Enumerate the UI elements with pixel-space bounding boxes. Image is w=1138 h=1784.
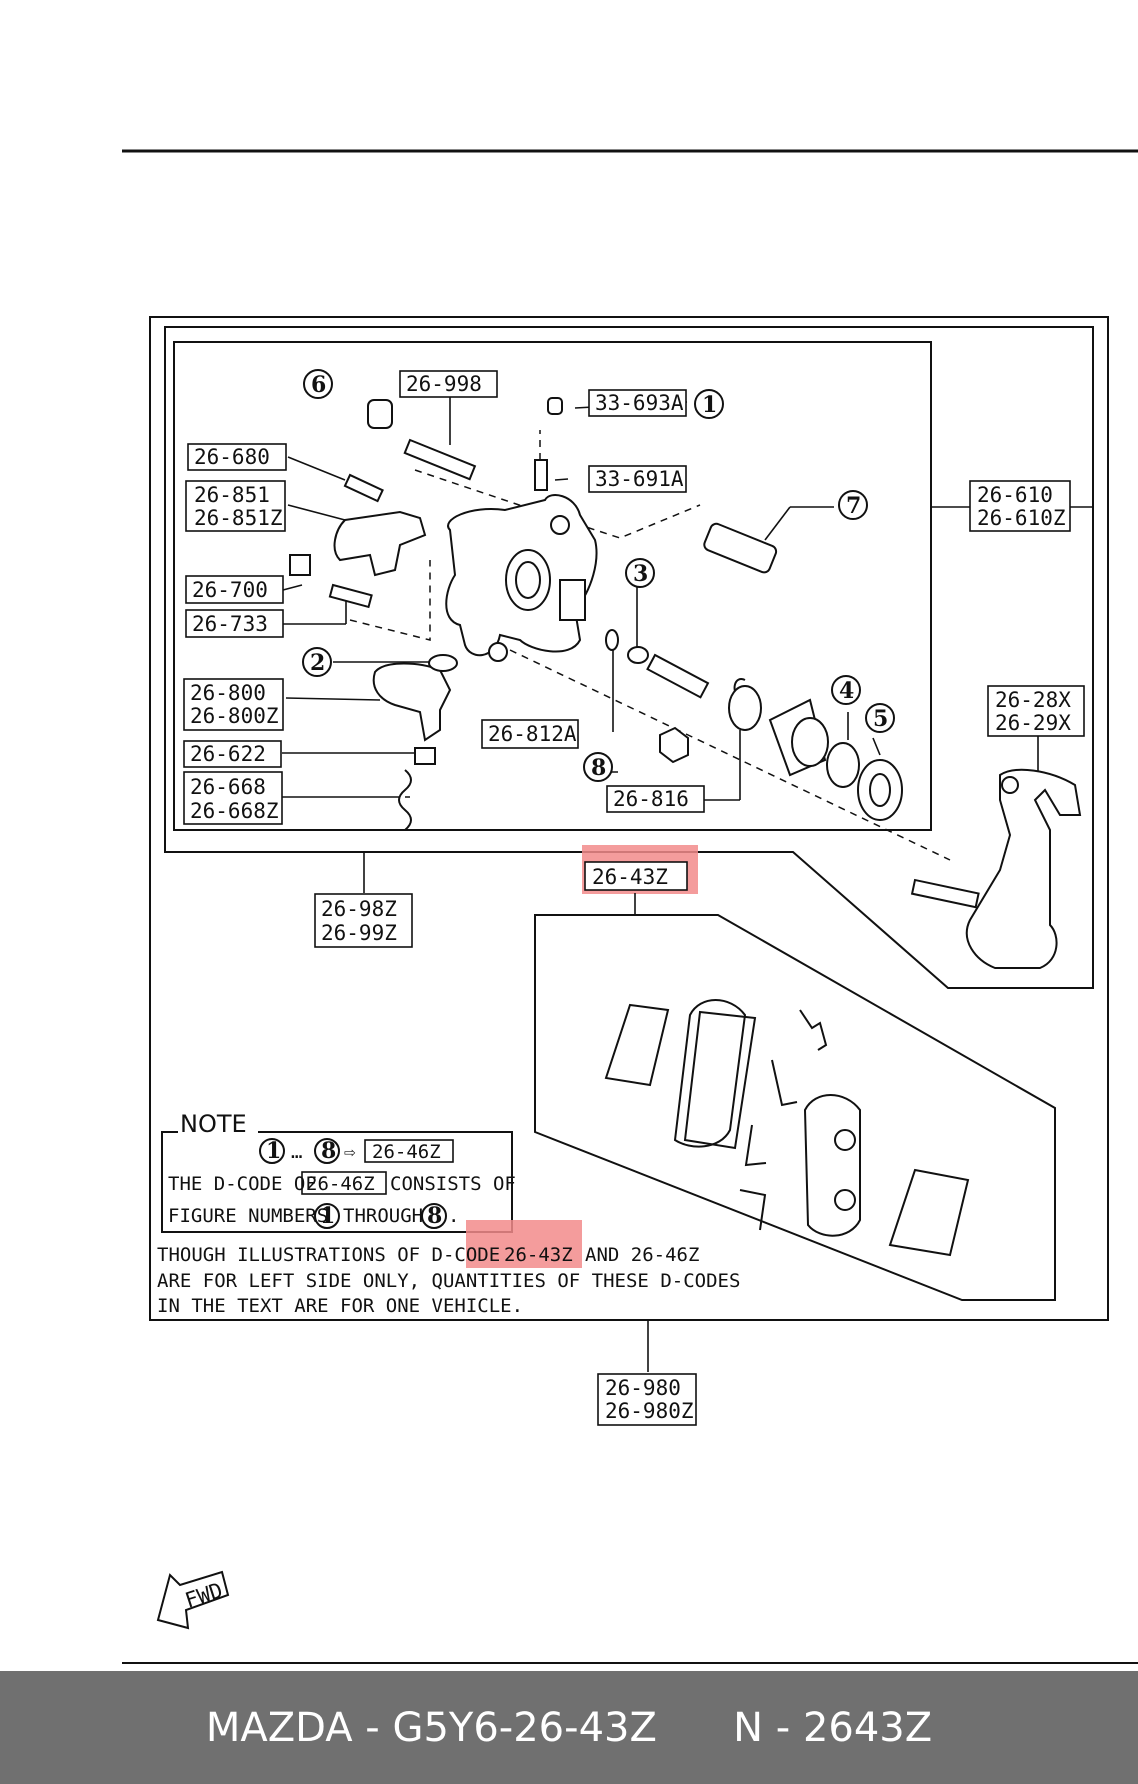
note-text2: ARE FOR LEFT SIDE ONLY, QUANTITIES OF TH…	[157, 1270, 740, 1292]
label-26-980z: 26-980Z	[605, 1399, 694, 1423]
note-ellipsis: …	[291, 1141, 302, 1163]
footer-part-number: G5Y6-26-43Z	[392, 1704, 657, 1751]
figure-number-8: 8	[591, 755, 606, 781]
label-33-691a: 33-691A	[595, 467, 684, 491]
note-line2-code: 26-46Z	[306, 1173, 375, 1195]
fwd-label: FWD	[182, 1578, 225, 1613]
note-line3-a: FIGURE NUMBERS	[168, 1205, 328, 1227]
note-text3: IN THE TEXT ARE FOR ONE VEHICLE.	[157, 1295, 523, 1317]
footer-bar: MAZDA - G5Y6-26-43Z N - 2643Z	[0, 1671, 1138, 1784]
label-26-816: 26-816	[613, 787, 689, 811]
label-26-43z: 26-43Z	[592, 865, 668, 889]
label-26-99z: 26-99Z	[321, 921, 397, 945]
label-26-680: 26-680	[194, 445, 270, 469]
note-line3-c: .	[448, 1205, 459, 1227]
note-text1-b: AND 26-46Z	[585, 1244, 699, 1266]
label-26-980: 26-980	[605, 1376, 681, 1400]
note-title: NOTE	[180, 1110, 247, 1138]
note-text1-a: THOUGH ILLUSTRATIONS OF D-CODE	[157, 1244, 500, 1266]
label-26-733: 26-733	[192, 612, 268, 636]
label-26-610: 26-610	[977, 483, 1053, 507]
note-line2-b: CONSISTS OF	[390, 1173, 516, 1195]
footer-ref: N - 2643Z	[733, 1704, 933, 1751]
footer-sep: -	[352, 1704, 393, 1751]
label-26-610z: 26-610Z	[977, 506, 1066, 530]
label-26-998: 26-998	[406, 372, 482, 396]
label-26-700: 26-700	[192, 578, 268, 602]
label-26-851z: 26-851Z	[194, 506, 283, 530]
label-26-622: 26-622	[190, 742, 266, 766]
label-26-812a: 26-812A	[488, 722, 577, 746]
note-code-26-46z: 26-46Z	[372, 1141, 441, 1163]
footer-gap	[657, 1705, 733, 1751]
note-text1-code: 26-43Z	[504, 1244, 573, 1266]
label-26-800: 26-800	[190, 681, 266, 705]
note-fig-1: 1	[266, 1138, 281, 1164]
label-26-851: 26-851	[194, 483, 270, 507]
note-line2-a: THE D-CODE OF	[168, 1173, 317, 1195]
label-33-693a: 33-693A	[595, 391, 684, 415]
note-line3-fig-1: 1	[320, 1203, 335, 1229]
label-26-28x: 26-28X	[995, 688, 1071, 712]
footer-brand: MAZDA	[205, 1704, 353, 1751]
note-arrow: ⇨	[344, 1141, 355, 1163]
figure-number-1: 1	[702, 392, 717, 418]
note-line3-b: THROUGH	[343, 1205, 423, 1227]
label-26-29x: 26-29X	[995, 711, 1071, 735]
note-fig-8: 8	[321, 1138, 336, 1164]
figure-number-7: 7	[846, 493, 861, 519]
figure-number-5: 5	[873, 706, 888, 732]
label-26-668: 26-668	[190, 775, 266, 799]
note-line3-fig-8: 8	[427, 1203, 442, 1229]
highlight-26-43z-note	[466, 1220, 582, 1268]
label-26-800z: 26-800Z	[190, 704, 279, 728]
figure-number-2: 2	[310, 650, 325, 676]
figure-number-4: 4	[839, 678, 854, 704]
caliper-diagram: FWD 26-998 33-693A 26-680 33-691A 26-851…	[122, 149, 1138, 1664]
label-26-98z: 26-98Z	[321, 897, 397, 921]
label-26-668z: 26-668Z	[190, 799, 279, 823]
figure-number-6: 6	[311, 372, 326, 398]
figure-number-3: 3	[633, 561, 648, 587]
